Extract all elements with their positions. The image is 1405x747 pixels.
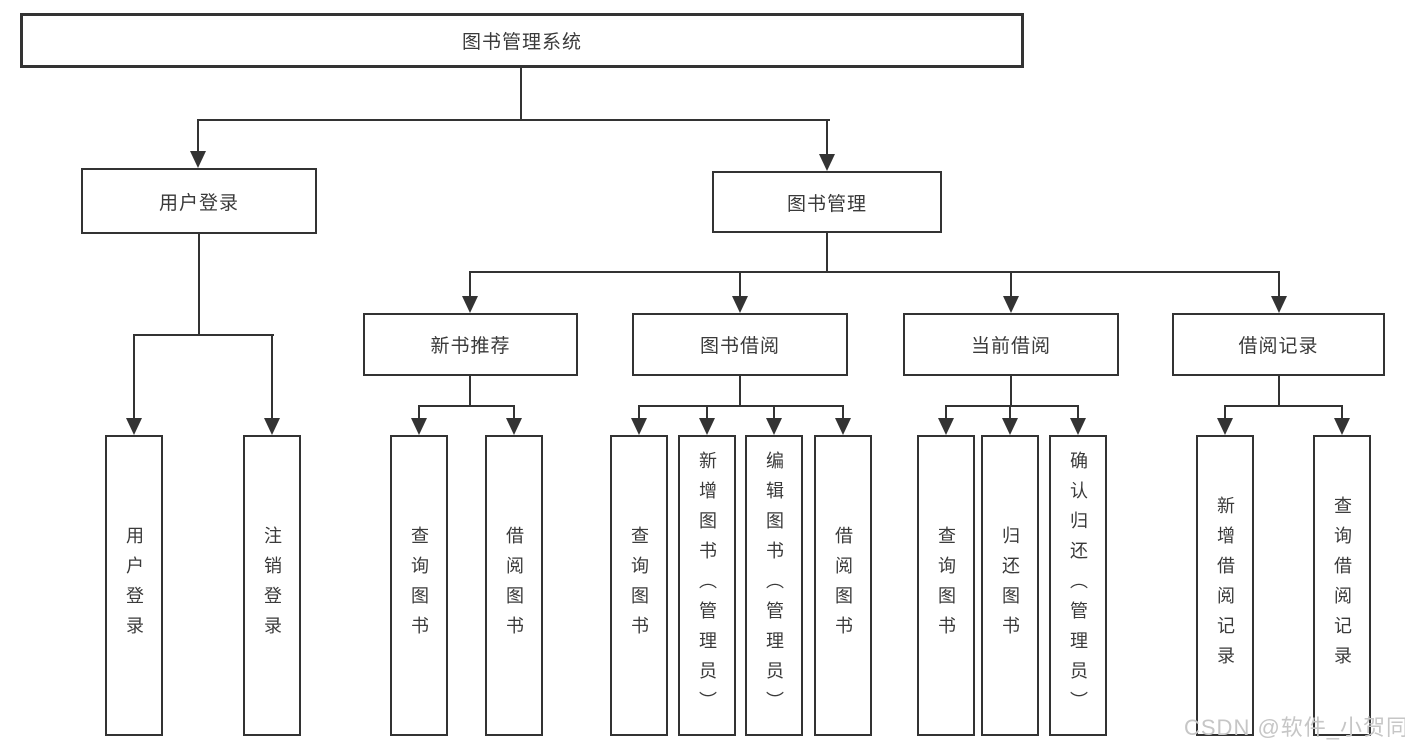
node-label: 用户登录 — [158, 192, 239, 214]
node-label: 借阅图书 — [833, 525, 853, 646]
node-label: 图书借阅 — [699, 336, 780, 357]
connector-line — [842, 405, 844, 422]
node-label: 查询图书 — [409, 525, 429, 646]
node-label: 借阅记录 — [1238, 336, 1319, 357]
node-l2-book-management: 图书管理 — [712, 171, 942, 233]
down-arrowhead — [190, 151, 206, 168]
connector-line — [945, 405, 947, 422]
down-arrowhead — [1070, 418, 1086, 435]
connector-line — [773, 405, 775, 422]
connector-line — [198, 232, 200, 336]
node-leaf-user-login: 用户登录 — [105, 435, 163, 736]
node-label: 查询借阅记录 — [1332, 495, 1352, 676]
node-root-library-management-system: 图书管理系统 — [20, 13, 1024, 68]
down-arrowhead — [506, 418, 522, 435]
connector-line — [469, 271, 1280, 273]
node-leaf-borrow-books-recommend: 借阅图书 — [485, 435, 543, 736]
node-label: 借阅图书 — [504, 525, 524, 646]
node-label: 编辑图书（管理员） — [764, 450, 784, 721]
connector-line — [469, 271, 471, 299]
node-label: 查询图书 — [936, 525, 956, 646]
connector-line — [197, 119, 199, 154]
node-label: 当前借阅 — [970, 336, 1051, 357]
node-leaf-borrow-books-borrowing: 借阅图书 — [814, 435, 872, 736]
connector-line — [1278, 374, 1280, 407]
down-arrowhead — [126, 418, 142, 435]
connector-line — [638, 405, 844, 407]
down-arrowhead — [1003, 296, 1019, 313]
connector-line — [520, 66, 522, 121]
connector-line — [739, 374, 741, 407]
node-leaf-query-books-recommend: 查询图书 — [390, 435, 448, 736]
down-arrowhead — [766, 418, 782, 435]
node-leaf-add-book-admin: 新增图书（管理员） — [678, 435, 736, 736]
node-leaf-query-borrow-record: 查询借阅记录 — [1313, 435, 1371, 736]
connector-line — [469, 374, 471, 407]
node-label: 图书管理 — [786, 193, 867, 215]
down-arrowhead — [631, 418, 647, 435]
node-label: 确认归还（管理员） — [1068, 450, 1088, 721]
node-leaf-add-borrow-record: 新增借阅记录 — [1196, 435, 1254, 736]
node-label: 新增借阅记录 — [1215, 495, 1235, 676]
node-leaf-return-books: 归还图书 — [981, 435, 1039, 736]
node-label: 查询图书 — [629, 525, 649, 646]
node-label: 新增图书（管理员） — [697, 450, 717, 721]
down-arrowhead — [411, 418, 427, 435]
connector-line — [1077, 405, 1079, 422]
node-label: 图书管理系统 — [461, 32, 582, 53]
down-arrowhead — [819, 154, 835, 171]
node-leaf-confirm-return-admin: 确认归还（管理员） — [1049, 435, 1107, 736]
connector-line — [418, 405, 420, 422]
connector-line — [1009, 405, 1011, 422]
connector-line — [826, 231, 828, 273]
connector-line — [1341, 405, 1343, 422]
down-arrowhead — [699, 418, 715, 435]
connector-line — [513, 405, 515, 422]
connector-line — [739, 271, 741, 299]
node-label: 新书推荐 — [430, 336, 511, 357]
down-arrowhead — [1217, 418, 1233, 435]
node-l3-current-borrowing: 当前借阅 — [903, 313, 1119, 376]
node-l3-borrowing-records: 借阅记录 — [1172, 313, 1385, 376]
down-arrowhead — [264, 418, 280, 435]
node-leaf-edit-book-admin: 编辑图书（管理员） — [745, 435, 803, 736]
connector-line — [418, 405, 515, 407]
connector-line — [133, 334, 135, 422]
connector-line — [1278, 271, 1280, 299]
down-arrowhead — [462, 296, 478, 313]
down-arrowhead — [938, 418, 954, 435]
csdn-watermark: CSDN @软件_小贺同学 — [1184, 715, 1405, 740]
node-l2-user-login: 用户登录 — [81, 168, 317, 234]
node-l3-book-borrowing: 图书借阅 — [632, 313, 848, 376]
connector-line — [133, 334, 274, 336]
down-arrowhead — [732, 296, 748, 313]
connector-line — [706, 405, 708, 422]
connector-line — [826, 119, 828, 157]
node-leaf-logout: 注销登录 — [243, 435, 301, 736]
down-arrowhead — [835, 418, 851, 435]
connector-line — [1010, 271, 1012, 299]
connector-line — [945, 405, 1079, 407]
down-arrowhead — [1002, 418, 1018, 435]
connector-line — [271, 334, 273, 422]
down-arrowhead — [1271, 296, 1287, 313]
connector-line — [1224, 405, 1343, 407]
connector-line — [638, 405, 640, 422]
down-arrowhead — [1334, 418, 1350, 435]
node-label: 注销登录 — [262, 525, 282, 646]
connector-line — [1010, 374, 1012, 407]
node-l3-new-book-recommendation: 新书推荐 — [363, 313, 578, 376]
connector-line — [197, 119, 830, 121]
node-leaf-query-books-borrowing: 查询图书 — [610, 435, 668, 736]
connector-line — [1224, 405, 1226, 422]
node-label: 用户登录 — [124, 525, 144, 646]
node-label: 归还图书 — [1000, 525, 1020, 646]
node-leaf-query-books-current: 查询图书 — [917, 435, 975, 736]
